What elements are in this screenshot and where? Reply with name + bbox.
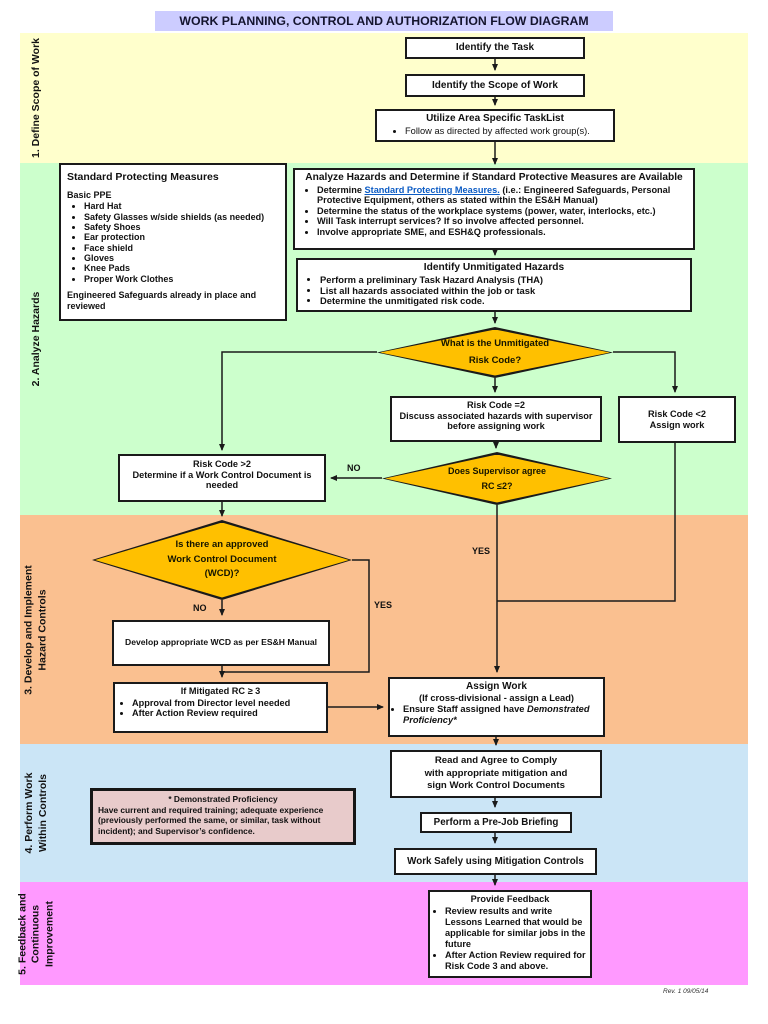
provide-feedback-box: Provide Feedback Review results and writ… <box>428 890 592 978</box>
bullet-item: Safety Shoes <box>84 222 279 232</box>
prejob-briefing-box: Perform a Pre-Job Briefing <box>420 812 572 833</box>
develop-wcd-label: Develop appropriate WCD as per ES&H Manu… <box>125 637 317 648</box>
wcd-question-line1: Is there an approved <box>175 538 269 550</box>
basic-ppe-label: Basic PPE <box>67 190 112 201</box>
identify-unmitigated-box: Identify Unmitigated Hazards Perform a p… <box>296 258 692 312</box>
risk-lt2-title: Risk Code <2 <box>648 408 706 419</box>
bullet-item: After Action Review required <box>132 708 326 719</box>
bullet-item: Determine the status of the workplace sy… <box>317 206 688 216</box>
bullet-item: Determine the unmitigated risk code. <box>320 296 685 307</box>
identify-task-label: Identify the Task <box>455 42 535 54</box>
bullet-item: Will Task interrupt services? If so invo… <box>317 216 688 226</box>
risk-eq2-box: Risk Code =2 Discuss associated hazards … <box>390 396 602 442</box>
risk-gt2-title: Risk Code >2 <box>193 459 251 469</box>
bullet-item: Determine Standard Protecting Measures. … <box>317 185 688 206</box>
provide-feedback-title: Provide Feedback <box>470 894 550 904</box>
standard-protecting-measures-link[interactable]: Standard Protecting Measures. <box>364 184 500 195</box>
bullet-item: Follow as directed by affected work grou… <box>405 126 613 137</box>
identify-unmitigated-title: Identify Unmitigated Hazards <box>423 262 565 273</box>
bullet-item: Approval from Director level needed <box>132 698 326 709</box>
wcd-question-line2: Work Control Document <box>167 553 277 565</box>
risk-gt2-box: Risk Code >2 Determine if a Work Control… <box>118 454 326 502</box>
revision-note: Rev. 1 09/05/14 <box>663 988 709 995</box>
bullet-item: Ear protection <box>84 232 279 242</box>
lane-label-define-scope: 1. Define Scope of Work <box>30 38 43 158</box>
wcd-question-line3: (WCD)? <box>204 568 240 580</box>
engineered-safeguards-note: Engineered Safeguards already in place a… <box>67 290 257 311</box>
risk-lt2-box: Risk Code <2 Assign work <box>618 396 736 443</box>
lane-label-feedback: 5. Feedback and Continuous Improvement <box>16 893 56 975</box>
standard-measures-box: Standard Protecting Measures Basic PPE H… <box>59 163 287 321</box>
work-safely-box: Work Safely using Mitigation Controls <box>394 848 597 875</box>
lane-label-hazard-controls: 3. Develop and Implement Hazard Controls <box>22 565 49 695</box>
label-supervisor-no: NO <box>347 463 361 473</box>
bullet-item: Hard Hat <box>84 201 279 211</box>
identify-scope-box: Identify the Scope of Work <box>405 74 585 97</box>
band-feedback <box>20 882 748 985</box>
lane-label-analyze-hazards: 2. Analyze Hazards <box>30 291 43 387</box>
risk-lt2-body: Assign work <box>649 419 705 430</box>
analyze-hazards-title: Analyze Hazards and Determine if Standar… <box>305 172 683 183</box>
bullet-item: Face shield <box>84 243 279 253</box>
lane-label-perform-work: 4. Perform Work Within Controls <box>23 772 49 854</box>
risk-code-question-line1: What is the Unmitigated <box>440 338 550 350</box>
if-mitigated-title: If Mitigated RC ≥ 3 <box>180 686 261 696</box>
bullet-text: (i.e.: Engineered Safeguards, Personal P… <box>317 184 671 206</box>
standard-measures-title: Standard Protecting Measures <box>67 171 219 183</box>
bullet-item: Safety Glasses w/side shields (as needed… <box>84 212 279 222</box>
bullet-item: Involve appropriate SME, and ESH&Q profe… <box>317 227 688 237</box>
supervisor-question-line1: Does Supervisor agree <box>447 466 547 477</box>
bullet-item: Review results and write Lessons Learned… <box>445 906 590 950</box>
bullet-item: Perform a preliminary Task Hazard Analys… <box>320 274 685 286</box>
prejob-briefing-label: Perform a Pre-Job Briefing <box>433 816 559 828</box>
demonstrated-proficiency-title: * Demonstrated Proficiency <box>168 794 278 804</box>
band-define-scope-of-work <box>20 33 748 163</box>
identify-scope-label: Identify the Scope of Work <box>432 79 558 91</box>
bullet-item: Knee Pads <box>84 263 279 273</box>
bullet-text: Determine <box>317 184 365 195</box>
bullet-item: List all hazards associated within the j… <box>320 285 685 297</box>
risk-eq2-title: Risk Code =2 <box>467 400 525 410</box>
bullet-item: Ensure Staff assigned have Demonstrated … <box>403 704 603 725</box>
analyze-hazards-box: Analyze Hazards and Determine if Standar… <box>293 168 695 250</box>
bullet-item: After Action Review required for Risk Co… <box>445 950 590 972</box>
page-title: WORK PLANNING, CONTROL AND AUTHORIZATION… <box>155 11 613 31</box>
risk-gt2-body: Determine if a Work Control Document is … <box>132 469 312 491</box>
demonstrated-proficiency-note: * Demonstrated Proficiency Have current … <box>90 788 356 845</box>
label-wcd-no: NO <box>193 603 207 613</box>
develop-wcd-box: Develop appropriate WCD as per ES&H Manu… <box>112 620 330 666</box>
if-mitigated-box: If Mitigated RC ≥ 3 Approval from Direct… <box>113 682 328 733</box>
read-agree-line3: sign Work Control Documents <box>427 780 565 792</box>
risk-eq2-body: Discuss associated hazards with supervis… <box>399 410 593 432</box>
supervisor-question-line2: RC ≤2? <box>481 480 513 491</box>
demonstrated-proficiency-body: Have current and required training; adeq… <box>98 804 324 836</box>
assign-work-box: Assign Work (If cross-divisional - assig… <box>388 677 605 737</box>
assign-work-title: Assign Work <box>466 681 527 692</box>
utilize-tasklist-title: Utilize Area Specific TaskList <box>426 113 564 124</box>
label-wcd-yes: YES <box>374 600 393 610</box>
read-agree-line2: with appropriate mitigation and <box>424 767 568 779</box>
risk-code-question-line2: Risk Code? <box>468 354 522 366</box>
identify-task-box: Identify the Task <box>405 37 585 59</box>
work-safely-label: Work Safely using Mitigation Controls <box>407 855 584 867</box>
demonstrated-proficiency-ref: Demonstrated Proficiency* <box>403 704 590 725</box>
read-agree-line1: Read and Agree to Comply <box>434 755 558 767</box>
bullet-item: Gloves <box>84 253 279 263</box>
assign-work-subtitle: (If cross-divisional - assign a Lead) <box>419 692 574 703</box>
bullet-item: Proper Work Clothes <box>84 274 279 284</box>
utilize-tasklist-box: Utilize Area Specific TaskList Follow as… <box>375 109 615 142</box>
label-supervisor-yes: YES <box>472 546 491 556</box>
bullet-text: Ensure Staff assigned have <box>403 704 528 715</box>
read-agree-box: Read and Agree to Comply with appropriat… <box>390 750 602 798</box>
